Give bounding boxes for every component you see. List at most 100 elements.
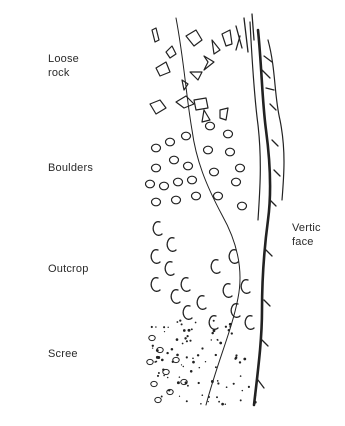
outcrop-13 xyxy=(245,316,254,330)
scree-dot-40 xyxy=(242,390,243,391)
loose-rock-11 xyxy=(202,110,210,122)
scree-dot-53 xyxy=(186,356,188,358)
scree-dot-31 xyxy=(179,319,181,321)
outcrop-10 xyxy=(223,284,232,298)
scree-dot-76 xyxy=(186,340,188,342)
boulder-15 xyxy=(188,176,197,184)
scree-dot-14 xyxy=(187,385,189,387)
cliff-hatch-9 xyxy=(272,140,278,146)
outcrop-7 xyxy=(181,278,190,292)
cliff-main-line xyxy=(254,30,270,405)
scree-stone-4 xyxy=(163,369,169,374)
scree-dot-44 xyxy=(164,331,165,332)
scree-dot-85 xyxy=(254,394,256,396)
scree-dot-43 xyxy=(176,338,179,341)
scree-dot-47 xyxy=(213,320,215,322)
scree-dot-72 xyxy=(216,396,218,398)
scree-dot-87 xyxy=(167,327,168,328)
scree-dot-81 xyxy=(213,329,216,332)
scree-dot-60 xyxy=(221,403,224,406)
scree-dot-54 xyxy=(208,396,210,398)
scree-dot-35 xyxy=(179,396,180,397)
boulder-4 xyxy=(206,122,215,130)
loose-rock-14 xyxy=(182,80,188,90)
scree-dot-66 xyxy=(225,403,226,404)
cliff-hatch-1 xyxy=(244,18,248,52)
cliff-hatch-10 xyxy=(274,170,280,176)
scree-dot-55 xyxy=(228,329,230,331)
boulder-14 xyxy=(174,178,183,186)
scree-dot-82 xyxy=(195,322,197,324)
loose-rock-8 xyxy=(150,100,166,114)
cliff-hatch-15 xyxy=(258,380,264,388)
scree-dot-45 xyxy=(158,372,160,374)
outcrop-12 xyxy=(241,280,250,294)
climbing-path-line xyxy=(176,18,240,405)
scree-dot-37 xyxy=(240,375,242,377)
label-boulders: Boulders xyxy=(48,161,93,175)
scree-dot-68 xyxy=(181,364,182,365)
scree-dot-20 xyxy=(215,354,217,356)
scree-dot-34 xyxy=(161,359,164,362)
boulder-18 xyxy=(152,198,161,206)
loose-rock-1 xyxy=(152,28,159,42)
scree-dot-42 xyxy=(155,361,157,363)
boulder-10 xyxy=(226,148,235,156)
scree-dot-30 xyxy=(177,381,180,384)
boulder-11 xyxy=(236,164,245,172)
scree-dot-80 xyxy=(185,338,186,339)
scree-dot-10 xyxy=(187,335,189,337)
cliff-hatch-7 xyxy=(266,88,274,90)
scree-dot-63 xyxy=(233,383,235,385)
loose-rock-4 xyxy=(190,72,202,80)
label-loose-rock: Loose rock xyxy=(48,52,79,80)
scree-dot-13 xyxy=(183,366,184,367)
scree-dot-6 xyxy=(211,339,212,340)
scree-dot-78 xyxy=(198,382,200,384)
scree-dot-75 xyxy=(163,326,165,328)
scree-dot-94 xyxy=(201,347,203,349)
outcrop-6 xyxy=(171,290,180,304)
label-vertical-face-line2: face xyxy=(292,235,321,249)
scree-dot-95 xyxy=(183,329,186,332)
scree-dot-57 xyxy=(243,358,246,361)
label-vertical-face: Vertic face xyxy=(292,221,321,249)
outcrop-8 xyxy=(197,296,206,310)
scree-dot-58 xyxy=(197,354,199,356)
label-outcrop: Outcrop xyxy=(48,262,89,276)
scree-stone-7 xyxy=(155,397,161,402)
scree-dot-21 xyxy=(186,400,188,402)
scree-dot-49 xyxy=(217,380,219,382)
path-line xyxy=(176,18,240,405)
loose-rock-symbols xyxy=(150,28,232,122)
cliff-hatch-4 xyxy=(236,36,240,50)
scree-dot-88 xyxy=(211,380,214,383)
loose-rock-7 xyxy=(222,30,232,46)
scree-dot-74 xyxy=(235,354,237,356)
outcrop-3 xyxy=(151,250,160,264)
scree-dot-5 xyxy=(157,375,159,377)
loose-rock-5 xyxy=(204,56,214,70)
loose-rock-10 xyxy=(194,98,208,110)
label-loose-rock-line2: rock xyxy=(48,66,79,80)
scree-dot-8 xyxy=(229,323,232,326)
loose-rock-3 xyxy=(186,30,202,46)
label-vertical-face-line1: Vertic xyxy=(292,221,321,235)
scree-dot-9 xyxy=(188,329,191,332)
scree-dot-36 xyxy=(211,332,213,334)
scree-dot-15 xyxy=(229,326,231,328)
scree-dot-56 xyxy=(239,361,241,363)
boulder-13 xyxy=(160,182,169,190)
scree-dot-93 xyxy=(218,401,220,403)
boulder-7 xyxy=(170,156,179,164)
boulder-20 xyxy=(192,192,201,200)
loose-rock-9 xyxy=(176,96,194,108)
loose-rock-13 xyxy=(166,46,176,58)
boulder-3 xyxy=(182,132,191,140)
scree-stone-3 xyxy=(147,359,153,364)
label-scree: Scree xyxy=(48,347,78,361)
label-loose-rock-line1: Loose xyxy=(48,52,79,66)
scree-dot-91 xyxy=(226,386,228,388)
outcrop-5 xyxy=(151,278,160,292)
scree-stone-5 xyxy=(151,381,157,386)
